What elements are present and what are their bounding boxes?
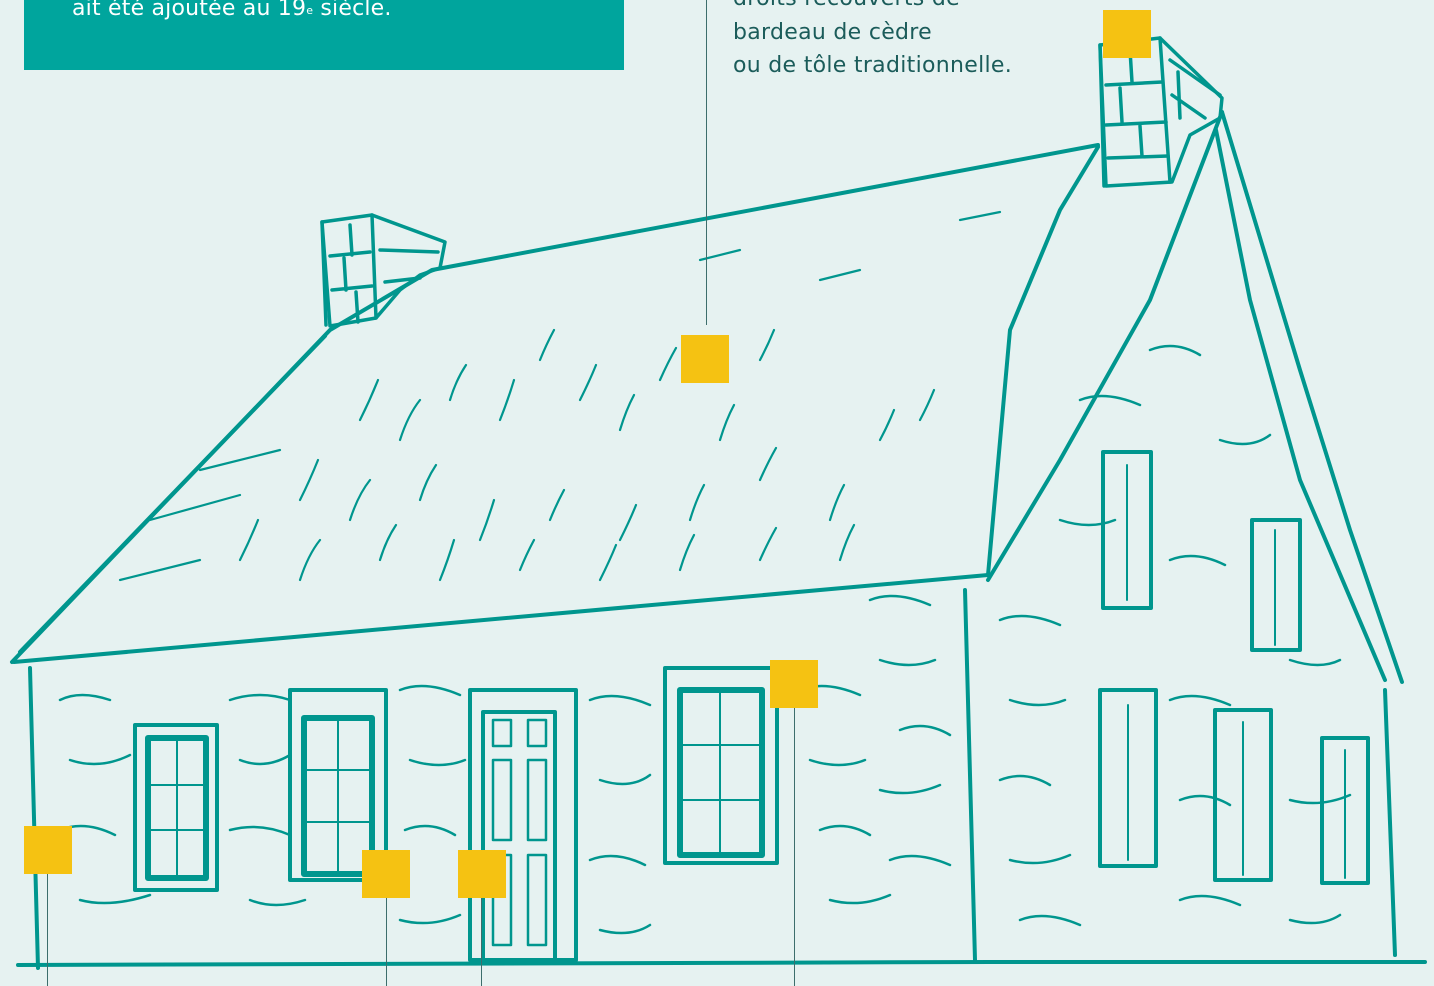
stone-pattern [58,344,1352,935]
roof-shingle-strokes [118,210,1002,582]
roof-callout-text: droits recouverts de bardeau de cèdre ou… [733,0,1012,83]
corner-leader-line [47,873,49,986]
door-marker[interactable] [458,850,506,898]
roof-leader-line [706,0,708,325]
door [468,688,578,962]
roof-callout-line-3: ou de tôle traditionnelle. [733,53,1013,78]
wall-leader-line [386,898,388,986]
left-chimney [320,213,447,328]
door-leader-line [481,898,483,986]
windows [133,450,1370,892]
roof-callout-line-1: droits recouverts de [733,0,1012,16]
chimney-marker[interactable] [1103,10,1151,58]
roof-marker[interactable] [681,335,729,383]
gable-outline [986,110,1404,684]
info-callout-box: ait été ajoutée au 19e siècle. [24,0,624,70]
window-leader-line [794,708,796,986]
window-marker[interactable] [770,660,818,708]
wall-marker[interactable] [362,850,410,898]
corner-marker[interactable] [24,826,72,874]
superscript-e: e [306,4,314,17]
roof-callout-line-2: bardeau de cèdre [733,19,933,45]
info-callout-text: ait été ajoutée au 19e siècle. [72,0,392,21]
facade-walls [16,588,1427,970]
roof-outline [10,143,1100,664]
right-chimney [1098,36,1224,188]
window-panes [147,464,1346,879]
